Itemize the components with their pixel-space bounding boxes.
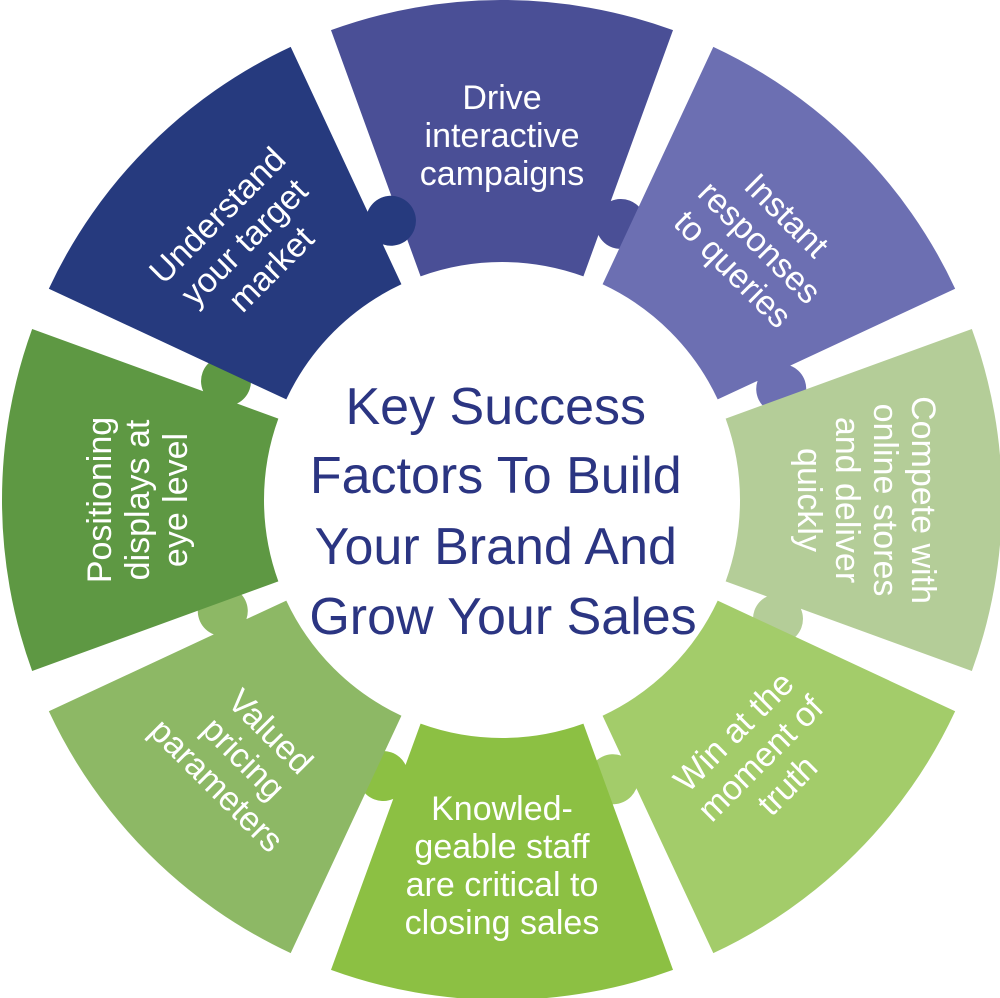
segment-label-line: eye level: [157, 433, 195, 567]
segment-label-line: campaigns: [420, 155, 584, 193]
segment-label-line: online stores: [866, 404, 904, 597]
segment-label-line: and deliver: [828, 417, 866, 583]
segment-label-compete-online: Compete withonline storesand deliverquic…: [790, 396, 942, 604]
segment-label-line: quickly: [790, 448, 828, 552]
segment-drive-campaigns: [330, 0, 674, 277]
segment-label-line: Drive: [462, 79, 541, 117]
segment-valued-pricing: [48, 586, 402, 954]
segment-label-line: are critical to: [406, 866, 599, 904]
center-title-line: Factors To Build: [310, 447, 682, 505]
center-title-line: Key Success: [345, 378, 646, 436]
segment-understand-market: [48, 46, 416, 400]
segment-knowledgeable-staff: [330, 723, 674, 998]
segment-win-moment: [588, 600, 956, 954]
segment-label-line: closing sales: [405, 904, 600, 942]
segment-positioning-displays: [1, 328, 279, 672]
segment-label-line: Compete with: [904, 396, 942, 604]
center-title: Key Success Factors To Build Your Brand …: [309, 378, 696, 646]
segment-label-line: interactive: [425, 117, 580, 155]
segment-label-line: displays at: [119, 419, 157, 580]
segment-label-line: Positioning: [81, 417, 119, 583]
segment-label-positioning-displays: Positioningdisplays ateye level: [81, 417, 195, 583]
center-title-line: Grow Your Sales: [309, 588, 696, 646]
segment-label-line: Knowled-: [431, 790, 573, 828]
segment-compete-online: [725, 328, 1000, 672]
segment-label-line: geable staff: [414, 828, 590, 866]
center-title-line: Your Brand And: [315, 518, 677, 576]
segment-instant-responses: [602, 46, 956, 414]
